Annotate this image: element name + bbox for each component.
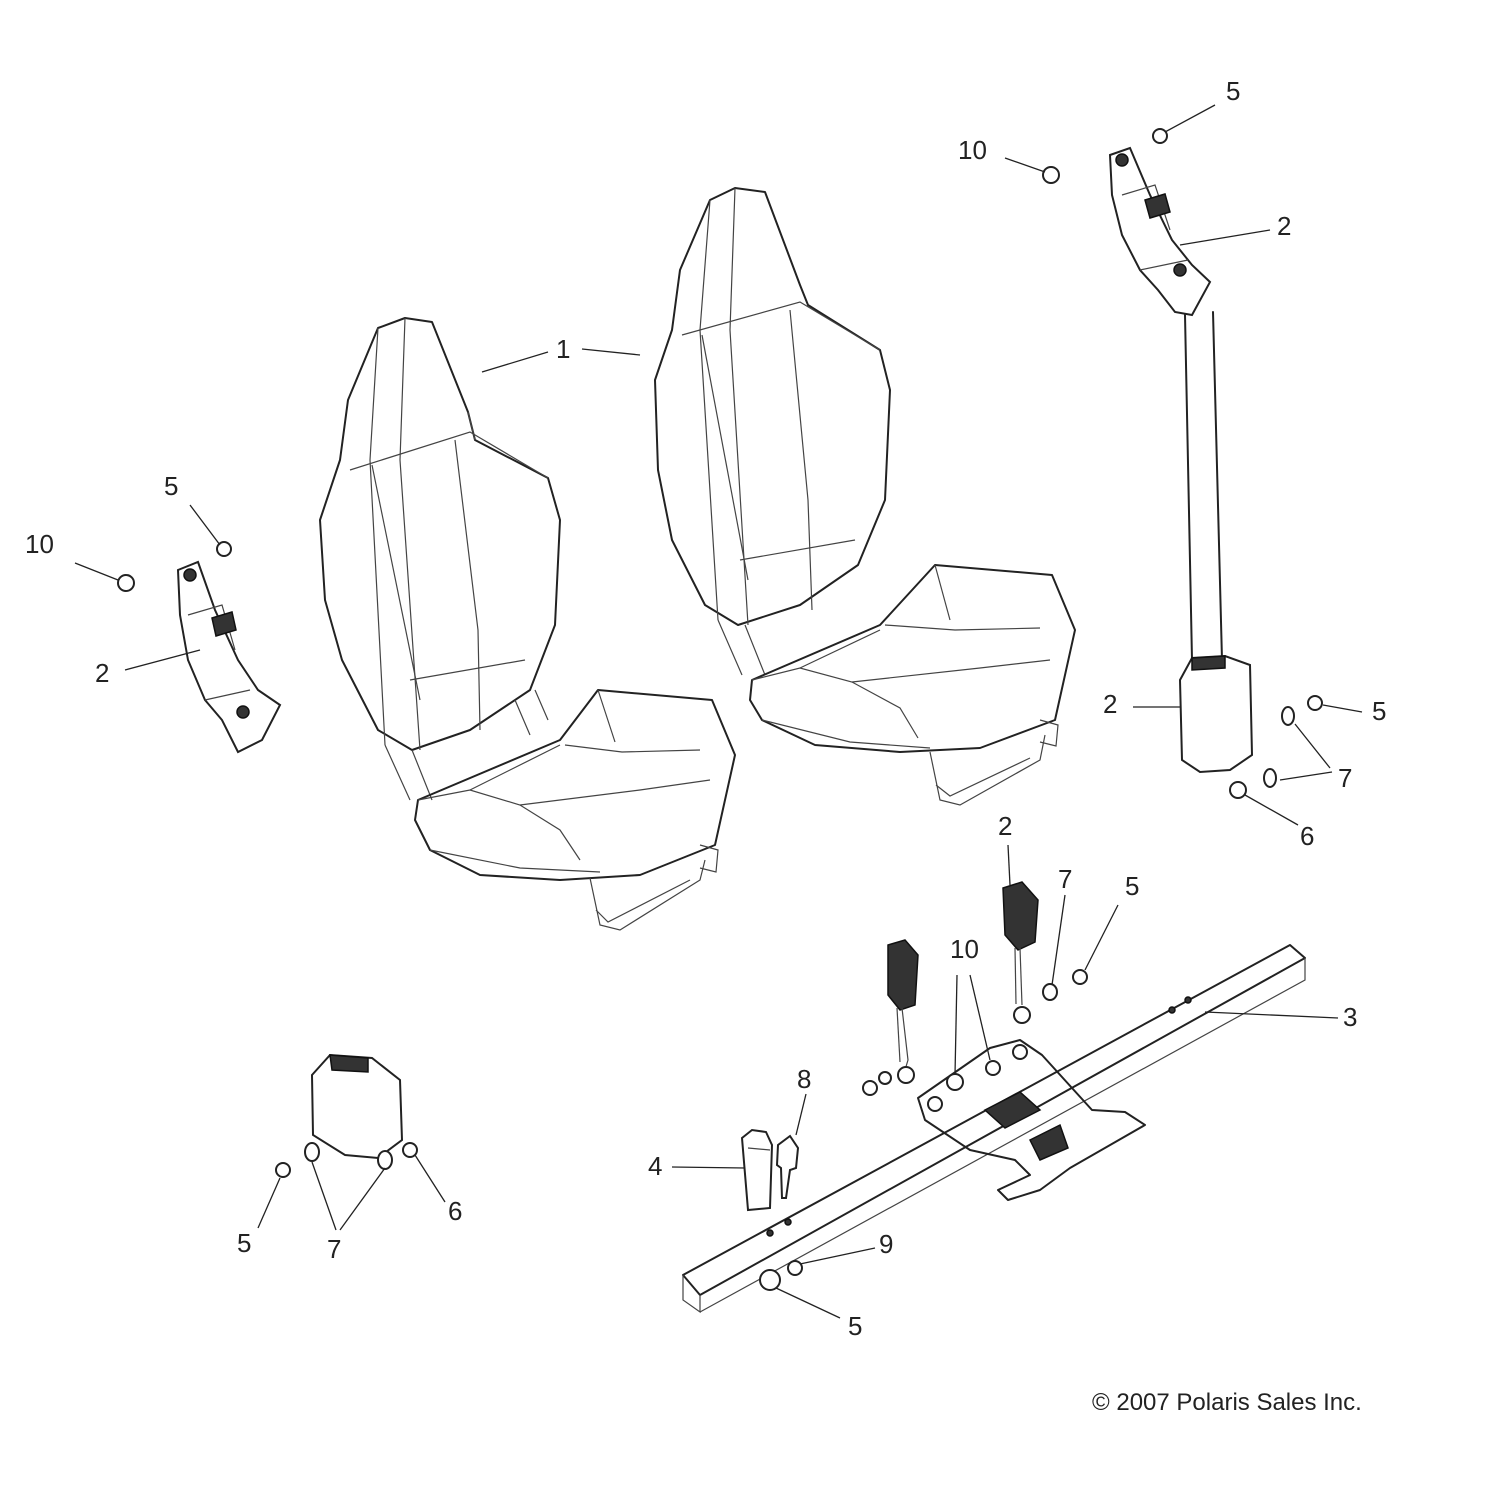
callout-belt-left-retractor: 2 <box>95 658 109 688</box>
callout-buckle: 2 <box>998 811 1012 841</box>
pin <box>740 1128 774 1212</box>
buckle-left <box>887 939 919 1084</box>
belt-retractor-left <box>176 560 282 754</box>
mount-bracket <box>917 1039 1146 1201</box>
callout-nut-bar-bottom: 5 <box>848 1311 862 1341</box>
callout-crossbar: 3 <box>1343 1002 1357 1032</box>
callout-washer-left: 7 <box>327 1234 341 1264</box>
copyright-text: © 2007 Polaris Sales Inc. <box>1092 1389 1362 1416</box>
callout-nut-left-top: 5 <box>164 471 178 501</box>
seat-right <box>654 187 1076 806</box>
callout-nut-buckle: 5 <box>1125 871 1139 901</box>
leader-lines <box>74 104 1363 1319</box>
belt-retractor-right <box>1108 146 1254 774</box>
callout-bolt-left-top: 10 <box>25 529 54 559</box>
callout-nut-left-bottom: 5 <box>237 1228 251 1258</box>
callout-nut-right-top: 5 <box>1226 76 1240 106</box>
callout-washer-buckle: 7 <box>1058 864 1072 894</box>
clip <box>775 1134 800 1199</box>
seat-left <box>319 317 736 931</box>
callout-bolt-bracket: 10 <box>950 934 979 964</box>
callout-nut-right-mid: 5 <box>1372 696 1386 726</box>
buckle-right <box>1002 881 1039 1024</box>
callout-belt-right-retractor: 2 <box>1277 211 1291 241</box>
callout-labels: 1 2 2 2 2 3 4 5 5 5 5 5 5 6 6 7 7 7 8 9 … <box>25 76 1386 1341</box>
callout-bolt-right-top: 10 <box>958 135 987 165</box>
callout-clip: 8 <box>797 1064 811 1094</box>
callout-belt-right-lower: 2 <box>1103 689 1117 719</box>
fasteners <box>117 128 1323 1291</box>
callout-bolt-left: 6 <box>448 1196 462 1226</box>
callout-bolt-right: 6 <box>1300 821 1314 851</box>
callout-washer-bar: 9 <box>879 1229 893 1259</box>
callout-washer-right: 7 <box>1338 763 1352 793</box>
callout-seat: 1 <box>556 334 570 364</box>
callout-pin: 4 <box>648 1151 662 1181</box>
crossbar <box>682 944 1306 1314</box>
retractor-box-left <box>310 1053 404 1160</box>
